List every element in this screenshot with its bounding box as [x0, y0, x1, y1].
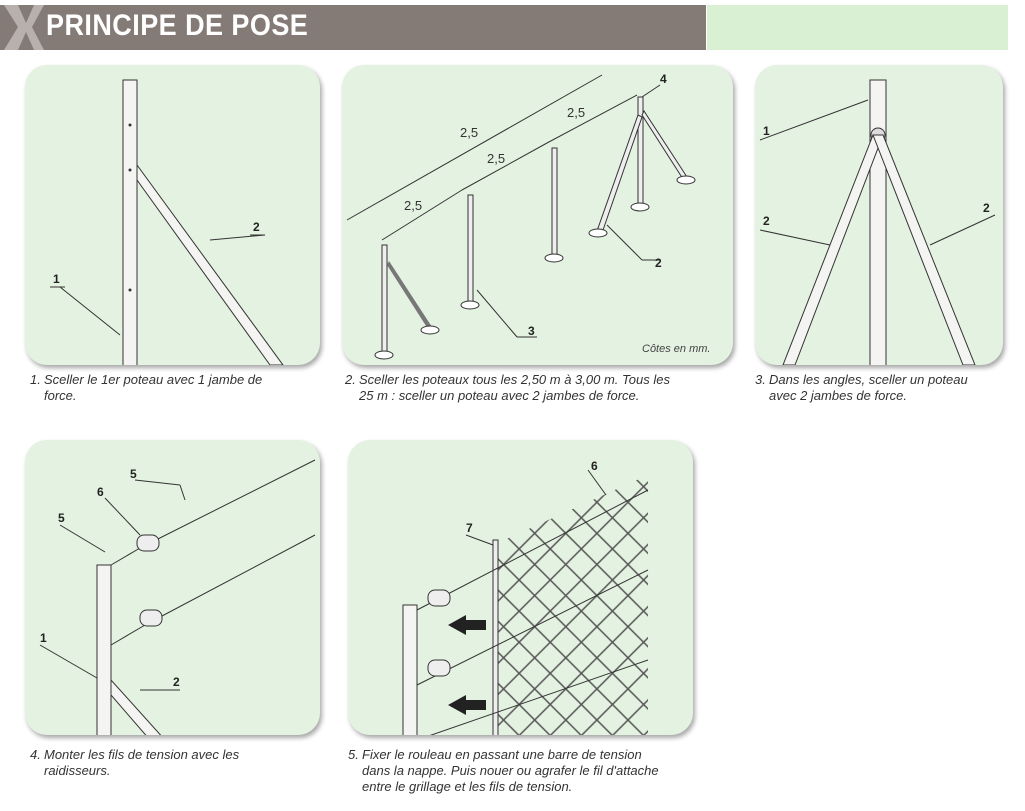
label-7: 7 — [466, 521, 473, 535]
arrow-left-icon — [448, 615, 486, 635]
header-bar — [0, 5, 706, 50]
page-title: PRINCIPE DE POSE — [46, 9, 309, 42]
label-5: 5 — [130, 467, 137, 481]
dimensions-note: Côtes en mm. — [642, 343, 710, 355]
step-5-caption: 5.Fixer le rouleau en passant une barre … — [348, 747, 659, 794]
svg-text:2,5: 2,5 — [460, 125, 478, 140]
label-1: 1 — [763, 124, 770, 138]
svg-text:2,5: 2,5 — [487, 151, 505, 166]
label-3: 3 — [528, 324, 535, 338]
label-2: 2 — [173, 675, 180, 689]
chevron-x-icon — [4, 5, 44, 50]
step-1-illustration: 1 2 — [25, 65, 320, 365]
step-4-illustration: 5 6 5 1 2 — [25, 440, 320, 735]
label-1: 1 — [40, 631, 47, 645]
label-2: 2 — [253, 220, 260, 234]
step-3-illustration: 1 2 2 — [755, 65, 1003, 365]
header-accent — [707, 5, 1008, 50]
label-2: 2 — [655, 256, 662, 270]
step-2-illustration: 2,5 2,5 2,5 2,5 4 2 3 Côtes en mm. — [342, 65, 733, 365]
label-5b: 5 — [58, 511, 65, 525]
label-2b: 2 — [983, 201, 990, 215]
label-6: 6 — [591, 459, 598, 473]
svg-text:2,5: 2,5 — [567, 105, 585, 120]
label-2: 2 — [763, 214, 770, 228]
label-1: 1 — [53, 272, 60, 286]
step-2-caption: 2.Sceller les poteaux tous les 2,50 m à … — [345, 372, 670, 403]
label-4: 4 — [660, 72, 667, 86]
label-6: 6 — [97, 485, 104, 499]
svg-text:2,5: 2,5 — [404, 198, 422, 213]
step-5-illustration: 6 7 — [348, 440, 693, 735]
arrow-left-icon — [448, 695, 486, 715]
